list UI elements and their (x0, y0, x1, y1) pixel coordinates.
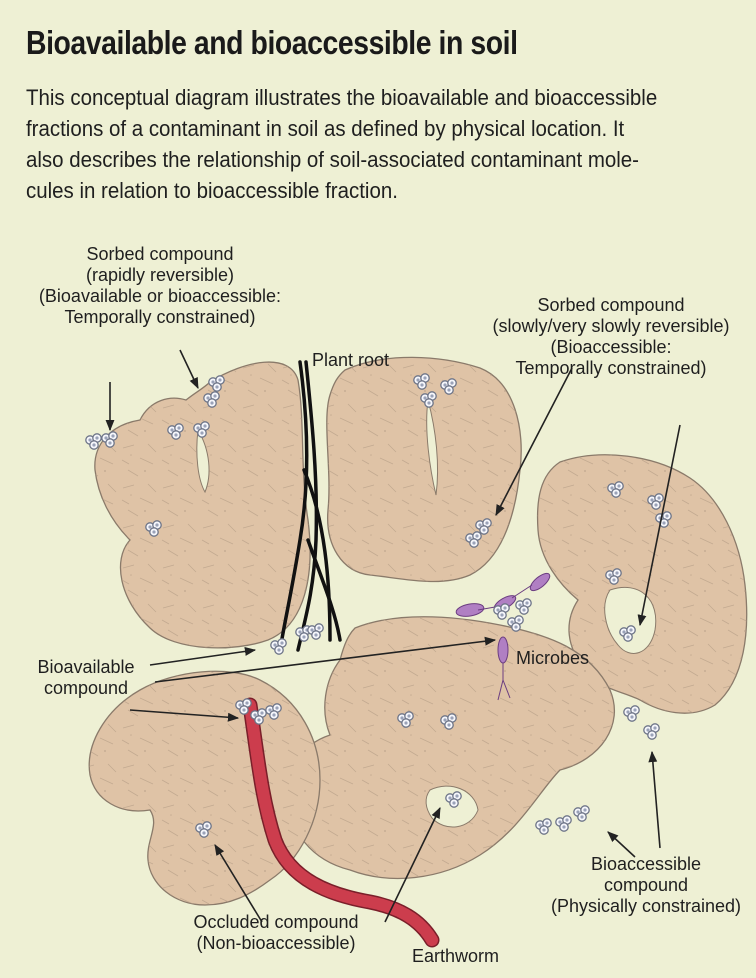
label-bioaccessible: Bioaccessible compound (Physically const… (540, 854, 752, 917)
soil-particle-upper-left (95, 362, 310, 648)
soil-particle-upper-middle (327, 357, 521, 581)
label-plant-root: Plant root (312, 350, 389, 371)
label-sorbed-rapid: Sorbed compound (rapidly reversible) (Bi… (10, 244, 310, 328)
label-earthworm: Earthworm (412, 946, 499, 967)
label-bioavailable: Bioavailable compound (16, 657, 156, 699)
label-microbes: Microbes (516, 648, 589, 669)
label-sorbed-slow: Sorbed compound (slowly/very slowly reve… (470, 295, 752, 379)
label-occluded: Occluded compound (Non-bioaccessible) (176, 912, 376, 954)
